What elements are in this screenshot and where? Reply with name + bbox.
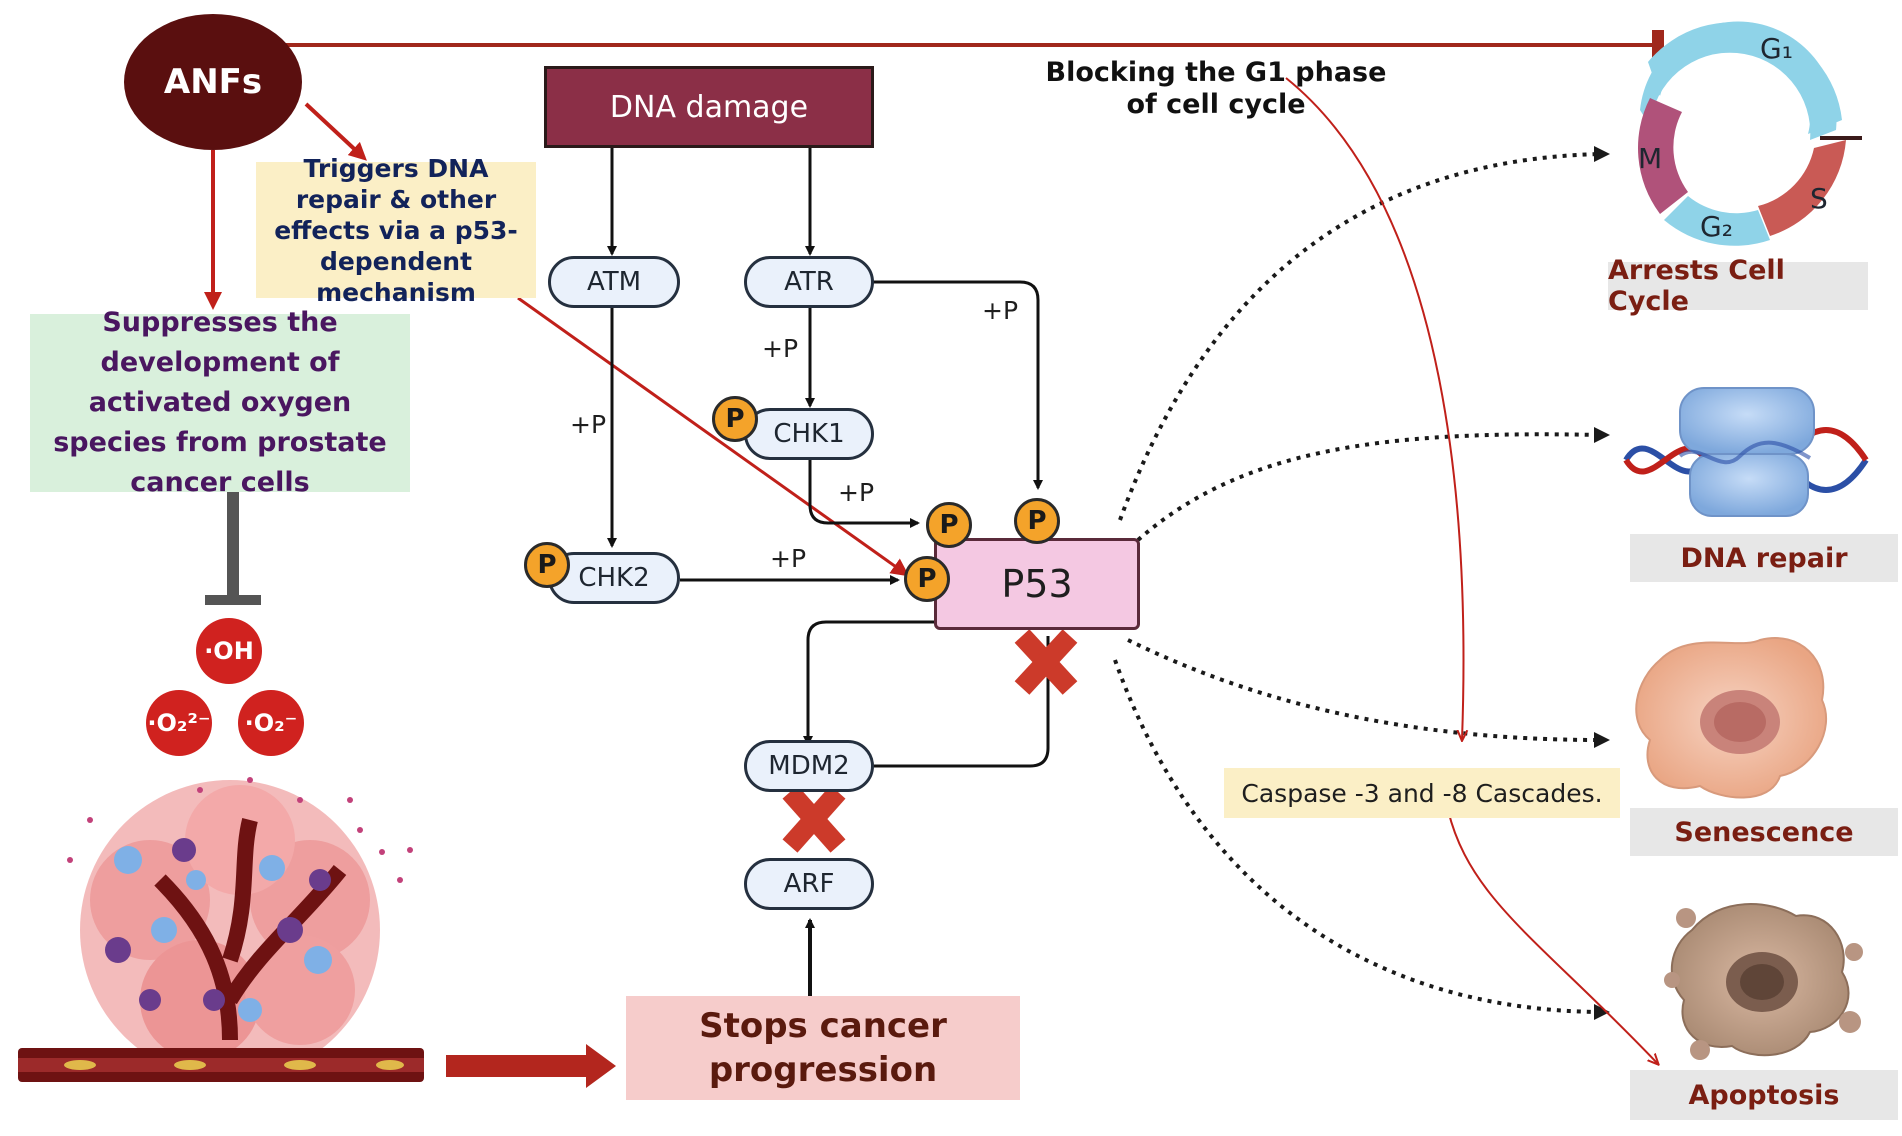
senescence-cell-icon	[1635, 637, 1828, 799]
phospho-badge-p53-b-text: P	[1027, 506, 1047, 536]
caspase-note-text: Caspase -3 and -8 Cascades.	[1241, 778, 1603, 808]
cycle-g1-band	[1648, 22, 1842, 134]
suppress-note-text: Suppresses the development of activated …	[53, 307, 387, 498]
phospho-badge-chk2-text: P	[537, 550, 557, 580]
caspase-to-apoptosis-line	[1447, 809, 1658, 1064]
chk1-label: CHK1	[773, 419, 845, 449]
phospho-badge-chk1-text: P	[725, 404, 745, 434]
arrow-to-repair	[1136, 432, 1601, 542]
phospho-badge-p53-c-text: P	[917, 564, 937, 594]
phospho-badge-p53-c: P	[904, 556, 950, 602]
chk1-to-p53-arrow	[808, 460, 920, 528]
chk2-label: CHK2	[578, 563, 650, 593]
arrow-to-arrest	[1118, 152, 1601, 521]
cycle-label-g2: G₂	[1700, 210, 1733, 243]
plus-p-chk1-p53: +P	[838, 478, 875, 507]
cycle-label-s: S	[1810, 182, 1828, 215]
stops-progression-box: Stops cancer progression	[626, 996, 1020, 1100]
atr-to-p53-arrow	[872, 280, 1043, 490]
mdm2-arf-x-mark	[782, 785, 846, 853]
mdm2-node: MDM2	[744, 740, 874, 792]
outcome-apoptosis-text: Apoptosis	[1688, 1079, 1840, 1111]
atr-node: ATR	[744, 256, 874, 308]
phospho-badge-chk2: P	[524, 542, 570, 588]
atm-label: ATM	[586, 267, 642, 297]
stops-progression-text: Stops cancer progression	[699, 1006, 947, 1090]
mdm2-inhibits-p53-line	[874, 636, 1050, 768]
dna-damage-text: DNA damage	[609, 89, 809, 125]
p53-label: P53	[1001, 562, 1073, 606]
outcome-dotted-arrows	[1113, 152, 1601, 1014]
blocking-to-caspase-line	[1285, 77, 1463, 740]
blocking-g1-text: Blocking the G1 phase of cell cycle	[1045, 57, 1387, 120]
outcome-senescence-text: Senescence	[1674, 816, 1854, 848]
trigger-note: Triggers DNA repair & other effects via …	[256, 154, 536, 307]
outcome-arrest-text: Arrests Cell Cycle	[1608, 255, 1785, 317]
radical-oh-text: ·OH	[204, 637, 254, 665]
cycle-label-g1: G₁	[1760, 32, 1793, 65]
chk1-node: CHK1	[744, 408, 874, 460]
plus-p-atm-chk2: +P	[570, 410, 607, 439]
suppress-note: Suppresses the development of activated …	[30, 307, 410, 498]
phospho-badge-p53-a-text: P	[939, 510, 959, 540]
phospho-badge-p53-b: P	[1014, 498, 1060, 544]
p53-x-mark	[1014, 629, 1078, 695]
radical-oh: ·OH	[196, 618, 262, 684]
blocking-g1-label: Blocking the G1 phase of cell cycle	[1026, 52, 1406, 126]
arrow-to-apoptosis	[1113, 659, 1601, 1014]
anfs-node: ANFs	[124, 14, 302, 150]
cell-cycle-icon	[1637, 21, 1862, 246]
plus-p-chk2-p53: +P	[770, 544, 807, 573]
anf-to-trigger-arrow	[304, 102, 367, 161]
cycle-label-m: M	[1638, 142, 1662, 175]
cycle-g2-arc	[1664, 196, 1770, 246]
arf-label: ARF	[783, 869, 835, 899]
prostate-tumor-illustration	[18, 777, 424, 1082]
p53-node: P53	[934, 538, 1140, 630]
radical-o2-minus: ·O₂⁻	[238, 690, 304, 756]
outcome-repair-text: DNA repair	[1680, 542, 1848, 574]
radical-o2-2minus: ·O₂²⁻	[146, 690, 212, 756]
apoptosis-arrowhead	[1594, 1004, 1610, 1020]
radical-o2-minus-text: ·O₂⁻	[244, 709, 298, 737]
cycle-m-arc	[1637, 98, 1688, 214]
mdm2-label: MDM2	[768, 751, 850, 781]
outcome-senescence: Senescence	[1630, 808, 1898, 856]
dna-damage-box: DNA damage	[544, 66, 874, 148]
outcome-repair: DNA repair	[1630, 534, 1898, 582]
arrest-arrowhead	[1594, 146, 1610, 162]
dna-repair-icon	[1623, 387, 1869, 517]
arf-node: ARF	[744, 858, 874, 910]
trigger-note-text: Triggers DNA repair & other effects via …	[274, 153, 518, 307]
senescence-arrowhead	[1594, 732, 1610, 748]
p53-to-mdm2-arrow	[803, 620, 940, 746]
outcome-arrest: Arrests Cell Cycle	[1608, 255, 1868, 317]
atm-node: ATM	[548, 256, 680, 308]
arrow-to-senescence	[1127, 638, 1601, 742]
plus-p-atr-p53: +P	[982, 296, 1019, 325]
plus-p-atr-chk1: +P	[762, 334, 799, 363]
cycle-s-arc	[1758, 140, 1846, 236]
outcome-apoptosis: Apoptosis	[1630, 1070, 1898, 1120]
atr-label: ATR	[784, 267, 834, 297]
anfs-label: ANFs	[163, 62, 263, 102]
phospho-badge-chk1: P	[712, 396, 758, 442]
radical-o2-2minus-text: ·O₂²⁻	[147, 709, 211, 737]
phospho-badge-p53-a: P	[926, 502, 972, 548]
caspase-note: Caspase -3 and -8 Cascades.	[1224, 768, 1620, 818]
apoptosis-cell-icon	[1664, 903, 1863, 1060]
tumor-to-stops-arrowhead	[586, 1044, 616, 1088]
repair-arrowhead	[1594, 427, 1610, 443]
trigger-to-p53-arrow	[517, 296, 910, 577]
